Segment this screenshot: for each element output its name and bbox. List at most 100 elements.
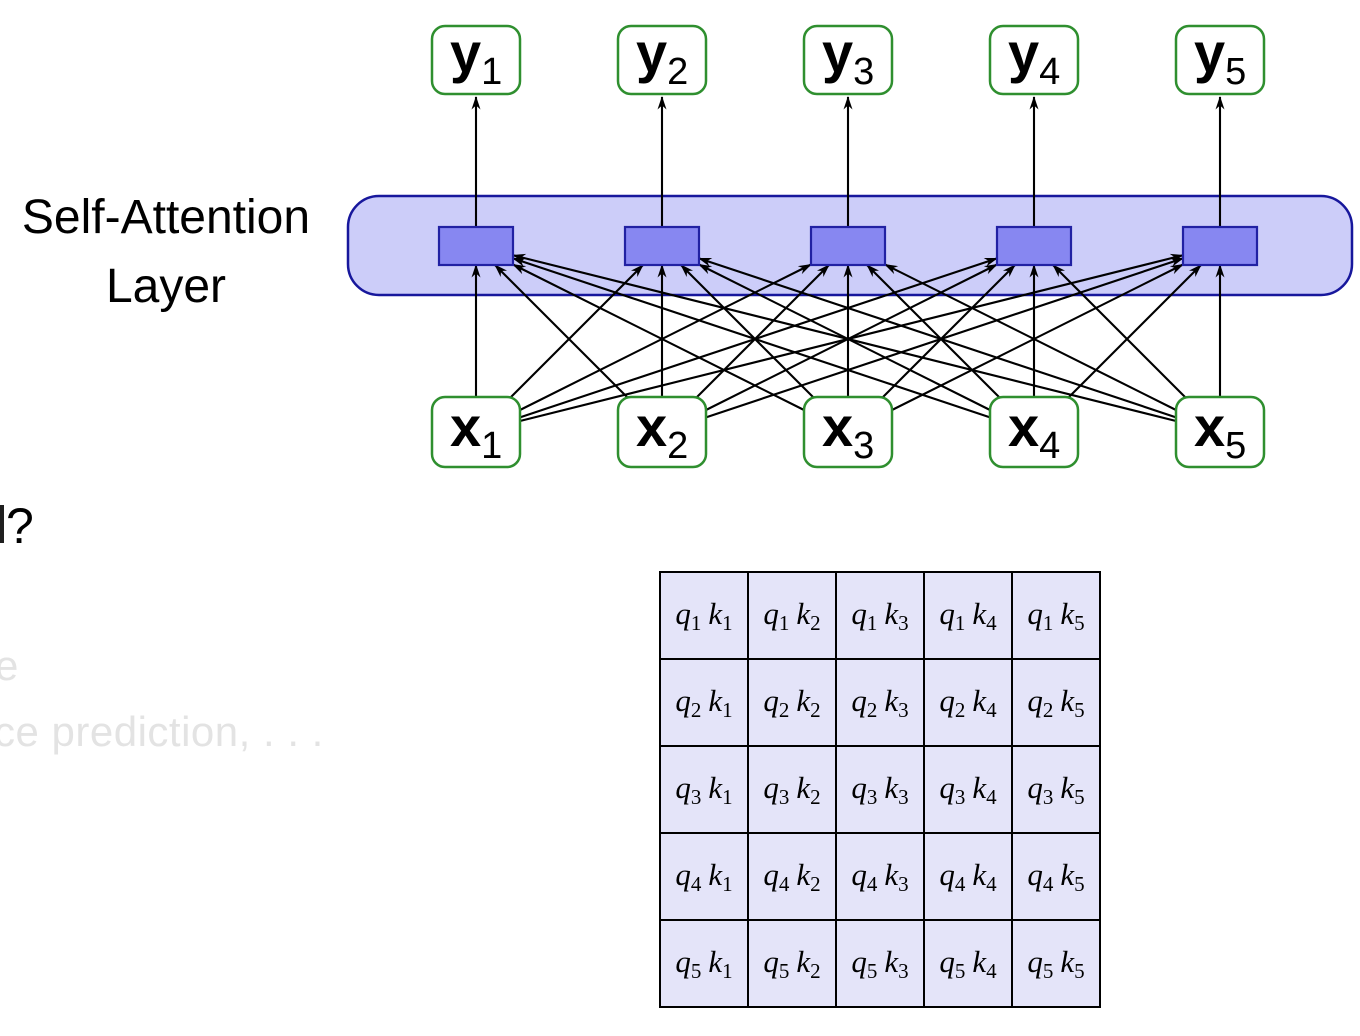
- k-symbol: k: [884, 856, 899, 892]
- output-node-label: y1: [450, 21, 502, 93]
- k-index: 3: [898, 871, 909, 896]
- k-index: 1: [722, 871, 733, 896]
- q-symbol: q: [939, 682, 955, 718]
- k-index: 1: [722, 784, 733, 809]
- k-symbol: k: [884, 595, 899, 631]
- q-symbol: q: [675, 943, 691, 979]
- k-index: 5: [1074, 610, 1085, 635]
- attention-unit-1: [437, 225, 515, 267]
- q-index: 5: [778, 958, 790, 983]
- k-symbol: k: [796, 856, 811, 892]
- q-symbol: q: [939, 595, 955, 631]
- k-index: 2: [810, 610, 821, 635]
- q-symbol: q: [675, 856, 691, 892]
- k-index: 5: [1074, 871, 1085, 896]
- k-symbol: k: [884, 769, 899, 805]
- output-node-label: y2: [636, 21, 688, 93]
- q-index: 4: [866, 871, 878, 896]
- input-node-5: [1174, 395, 1266, 469]
- question-mark-text: ?: [6, 498, 34, 554]
- q-index: 1: [1042, 610, 1054, 635]
- q-index: 4: [1042, 871, 1054, 896]
- k-symbol: k: [972, 856, 987, 892]
- k-symbol: k: [1060, 769, 1075, 805]
- k-index: 2: [810, 871, 821, 896]
- q-index: 3: [690, 784, 702, 809]
- q-symbol: q: [939, 943, 955, 979]
- q-index: 2: [778, 697, 790, 722]
- arrow-x3-to-unit1: [512, 263, 805, 411]
- arrow-x5-to-unit1: [512, 253, 1177, 423]
- q-index: 3: [866, 784, 878, 809]
- k-symbol: k: [972, 682, 987, 718]
- k-symbol: k: [708, 856, 723, 892]
- q-symbol: q: [1027, 682, 1043, 718]
- k-symbol: k: [884, 943, 899, 979]
- q-index: 5: [690, 958, 702, 983]
- q-symbol: q: [763, 682, 779, 718]
- q-symbol: q: [851, 769, 867, 805]
- k-symbol: k: [796, 595, 811, 631]
- cropped-letter-fragment: [0, 505, 4, 543]
- q-symbol: q: [675, 682, 691, 718]
- k-symbol: k: [1060, 943, 1075, 979]
- k-index: 4: [986, 958, 997, 983]
- k-index: 3: [898, 610, 909, 635]
- k-symbol: k: [708, 682, 723, 718]
- q-symbol: q: [851, 595, 867, 631]
- attention-unit-4: [995, 225, 1073, 267]
- k-index: 2: [810, 697, 821, 722]
- k-symbol: k: [972, 595, 987, 631]
- input-node-label: x4: [1008, 395, 1060, 467]
- attention-unit-2: [623, 225, 701, 267]
- k-index: 4: [986, 784, 997, 809]
- output-node-3: [802, 24, 894, 96]
- q-index: 5: [1042, 958, 1054, 983]
- k-index: 5: [1074, 958, 1085, 983]
- q-symbol: q: [939, 856, 955, 892]
- attention-unit-5: [1181, 225, 1259, 267]
- k-symbol: k: [796, 682, 811, 718]
- arrow-x4-to-unit1: [512, 257, 991, 419]
- k-index: 4: [986, 610, 997, 635]
- q-symbol: q: [851, 856, 867, 892]
- q-index: 3: [954, 784, 966, 809]
- k-symbol: k: [1060, 682, 1075, 718]
- q-index: 4: [778, 871, 790, 896]
- layer-label: Self-Attention Layer: [0, 183, 332, 321]
- q-index: 1: [690, 610, 702, 635]
- k-index: 3: [898, 958, 909, 983]
- k-symbol: k: [708, 943, 723, 979]
- output-node-5: [1174, 24, 1266, 96]
- output-node-label: y4: [1008, 21, 1060, 93]
- k-index: 1: [722, 610, 733, 635]
- k-symbol: k: [972, 943, 987, 979]
- q-symbol: q: [851, 943, 867, 979]
- k-symbol: k: [708, 595, 723, 631]
- input-node-label: x5: [1194, 395, 1246, 467]
- q-index: 2: [1042, 697, 1054, 722]
- q-symbol: q: [1027, 595, 1043, 631]
- input-node-2: [616, 395, 708, 469]
- output-node-label: y3: [822, 21, 874, 93]
- q-index: 2: [866, 697, 878, 722]
- q-index: 5: [866, 958, 878, 983]
- q-index: 3: [778, 784, 790, 809]
- arrow-x3-to-unit2: [680, 264, 814, 398]
